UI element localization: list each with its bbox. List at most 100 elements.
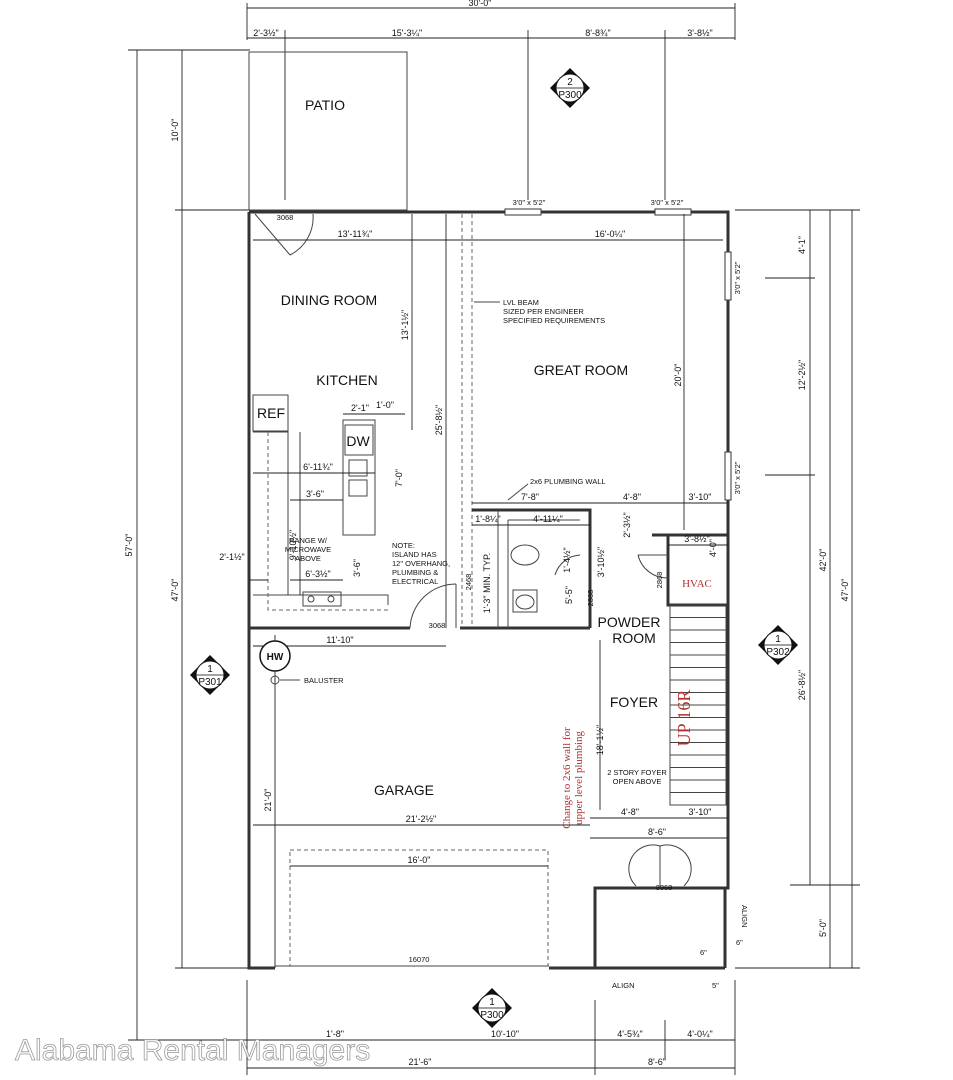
dim-d-6a: 6" (700, 948, 707, 957)
note-align-1: ALIGN (612, 981, 635, 990)
dim-right-2: 12'-2½" (797, 360, 807, 390)
note-wall-change-2: upper level plumbing (573, 730, 585, 825)
dim-great-width: 16'-0¼" (595, 229, 625, 239)
note-foyer-2: OPEN ABOVE (613, 777, 662, 786)
garage-door-label: 16070 (409, 955, 430, 964)
right-dimensions: 4'-1" 12'-2½" 26'-8½" 42'-0" 5'-0" 47'-0… (735, 209, 860, 969)
dim-p-145: 1'-4½" (562, 547, 572, 572)
dw-label: DW (346, 433, 370, 449)
dim-overall-width: 30'-0" (469, 0, 492, 8)
dim-k-635: 6'-3½" (305, 569, 330, 579)
dim-k-215: 2'-1½" (219, 552, 244, 562)
note-island-5: ELECTRICAL (392, 577, 438, 586)
powder-room-walls (472, 508, 592, 628)
exterior-walls (247, 208, 732, 970)
dim-b-216: 21'-6" (409, 1057, 432, 1067)
svg-text:P300: P300 (558, 90, 582, 101)
dim-d-6b: 6" (736, 938, 743, 947)
note-range-3: ABOVE (295, 554, 321, 563)
dim-p-1825: 1'-8¼" (475, 514, 500, 524)
dim-k-9105: 9'-10½" (288, 530, 298, 560)
dim-f-86: 8'-6" (648, 827, 666, 837)
note-range-2: MICROWAVE (285, 545, 331, 554)
dim-great-depth: 20'-0" (673, 364, 683, 387)
dim-right-1: 4'-1" (797, 236, 807, 254)
dim-k-36: 3'-6" (306, 489, 324, 499)
stair-treads (669, 604, 727, 806)
window-right-2-label: 3'0" x 5'2" (733, 461, 742, 494)
note-island-4: PLUMBING & (392, 568, 438, 577)
note-lvl-beam-1: LVL BEAM (503, 298, 539, 307)
room-garage: GARAGE (374, 782, 434, 798)
dim-top-2: 15'-3¼" (392, 28, 422, 38)
window-right-1-label: 3'0" x 5'2" (733, 261, 742, 294)
section-marker-right: 1 P302 (758, 625, 798, 665)
water-heater-label: HW (267, 652, 284, 663)
dim-top-4: 3'-8½" (687, 28, 712, 38)
section-marker-top: 2 P300 (550, 68, 590, 108)
room-powder-2: ROOM (612, 630, 656, 646)
door-3068-garage: 3068 (429, 621, 446, 630)
note-wall-change-1: Change to 2x6 wall for (561, 727, 573, 829)
window-top-2-label: 3'0" x 5'2" (651, 198, 684, 207)
note-lvl-beam-2: SIZED PER ENGINEER (503, 307, 584, 316)
dim-b-86: 8'-6" (648, 1057, 666, 1067)
dim-b-186: 1'-8" (326, 1029, 344, 1039)
dim-f-18115: 18'-1½" (595, 725, 605, 755)
dim-b-1010: 10'-10" (491, 1029, 519, 1039)
front-door (628, 844, 692, 887)
section-marker-left: 1 P301 (190, 655, 230, 695)
svg-text:P300: P300 (480, 1010, 504, 1021)
door-2468: 2468 (464, 574, 473, 591)
dim-p-310: 3'-10" (689, 492, 712, 502)
patio-door: 3068 (254, 213, 314, 256)
note-baluster: BALUSTER (304, 676, 344, 685)
left-dimensions: 57'-0" 10'-0" 47'-0" 21'-0" (124, 49, 276, 1041)
dim-right-42: 42'-0" (818, 549, 828, 572)
dim-k-36b: 3'-6" (352, 559, 362, 577)
dim-p-78: 7'-8" (521, 492, 539, 502)
svg-text:1: 1 (489, 997, 495, 1008)
dim-left-overall: 57'-0" (124, 534, 134, 557)
dim-p-3105: 3'-10½" (596, 547, 606, 577)
note-island-1: NOTE: (392, 541, 415, 550)
dim-b-4575: 4'-5¾" (617, 1029, 642, 1039)
dim-patio-depth: 10'-0" (170, 119, 180, 142)
note-foyer-1: 2 STORY FOYER (607, 768, 667, 777)
dim-right-5: 5'-0" (818, 919, 828, 937)
svg-text:2: 2 (567, 77, 573, 88)
room-powder-1: POWDER (598, 614, 661, 630)
dim-p-40: 4'-0" (708, 539, 718, 557)
note-align-2: ALIGN (740, 905, 749, 928)
room-great: GREAT ROOM (534, 362, 628, 378)
dim-left-garage: 21'-0" (263, 789, 273, 812)
dim-p-41125: 4'-11¼" (533, 514, 563, 524)
kitchen-fixtures: REF DW (252, 394, 389, 611)
dim-right-3: 26'-8½" (797, 670, 807, 700)
top-dimensions: 30'-0" 2'-3½" 15'-3¼" 8'-8¾" 3'-8½" (246, 0, 736, 200)
dim-dining-width: 13'-11¾" (338, 229, 373, 239)
room-kitchen: KITCHEN (316, 372, 377, 388)
window-top-1-label: 3'0" x 5'2" (513, 198, 546, 207)
room-dining: DINING ROOM (281, 292, 377, 308)
note-island-3: 12" OVERHANG, (392, 559, 450, 568)
dim-top-3: 8'-8¾" (585, 28, 610, 38)
dim-island-a: 2'-1" (351, 403, 369, 413)
dim-f-48: 4'-8" (621, 807, 639, 817)
dim-p-385: 3'-8½" (684, 534, 709, 544)
dim-k-70: 7'-0" (394, 469, 404, 487)
dim-kitchen-depth: 25'-8½" (434, 405, 444, 435)
patio-outline (248, 51, 408, 211)
room-hvac: HVAC (682, 578, 712, 590)
dim-p-55: 5'-5" (564, 586, 574, 604)
dim-d-5: 5" (712, 981, 719, 990)
svg-text:P301: P301 (198, 677, 222, 688)
dim-b-4025: 4'-0¼" (687, 1029, 712, 1039)
svg-text:3068: 3068 (277, 213, 294, 222)
dim-p-48: 4'-8" (623, 492, 641, 502)
dim-right-47: 47'-0" (840, 579, 850, 602)
dim-g-1110: 11'-10" (326, 635, 353, 645)
door-2868b: 2868 (655, 572, 664, 589)
door-3068-front: 3068 (656, 883, 673, 892)
